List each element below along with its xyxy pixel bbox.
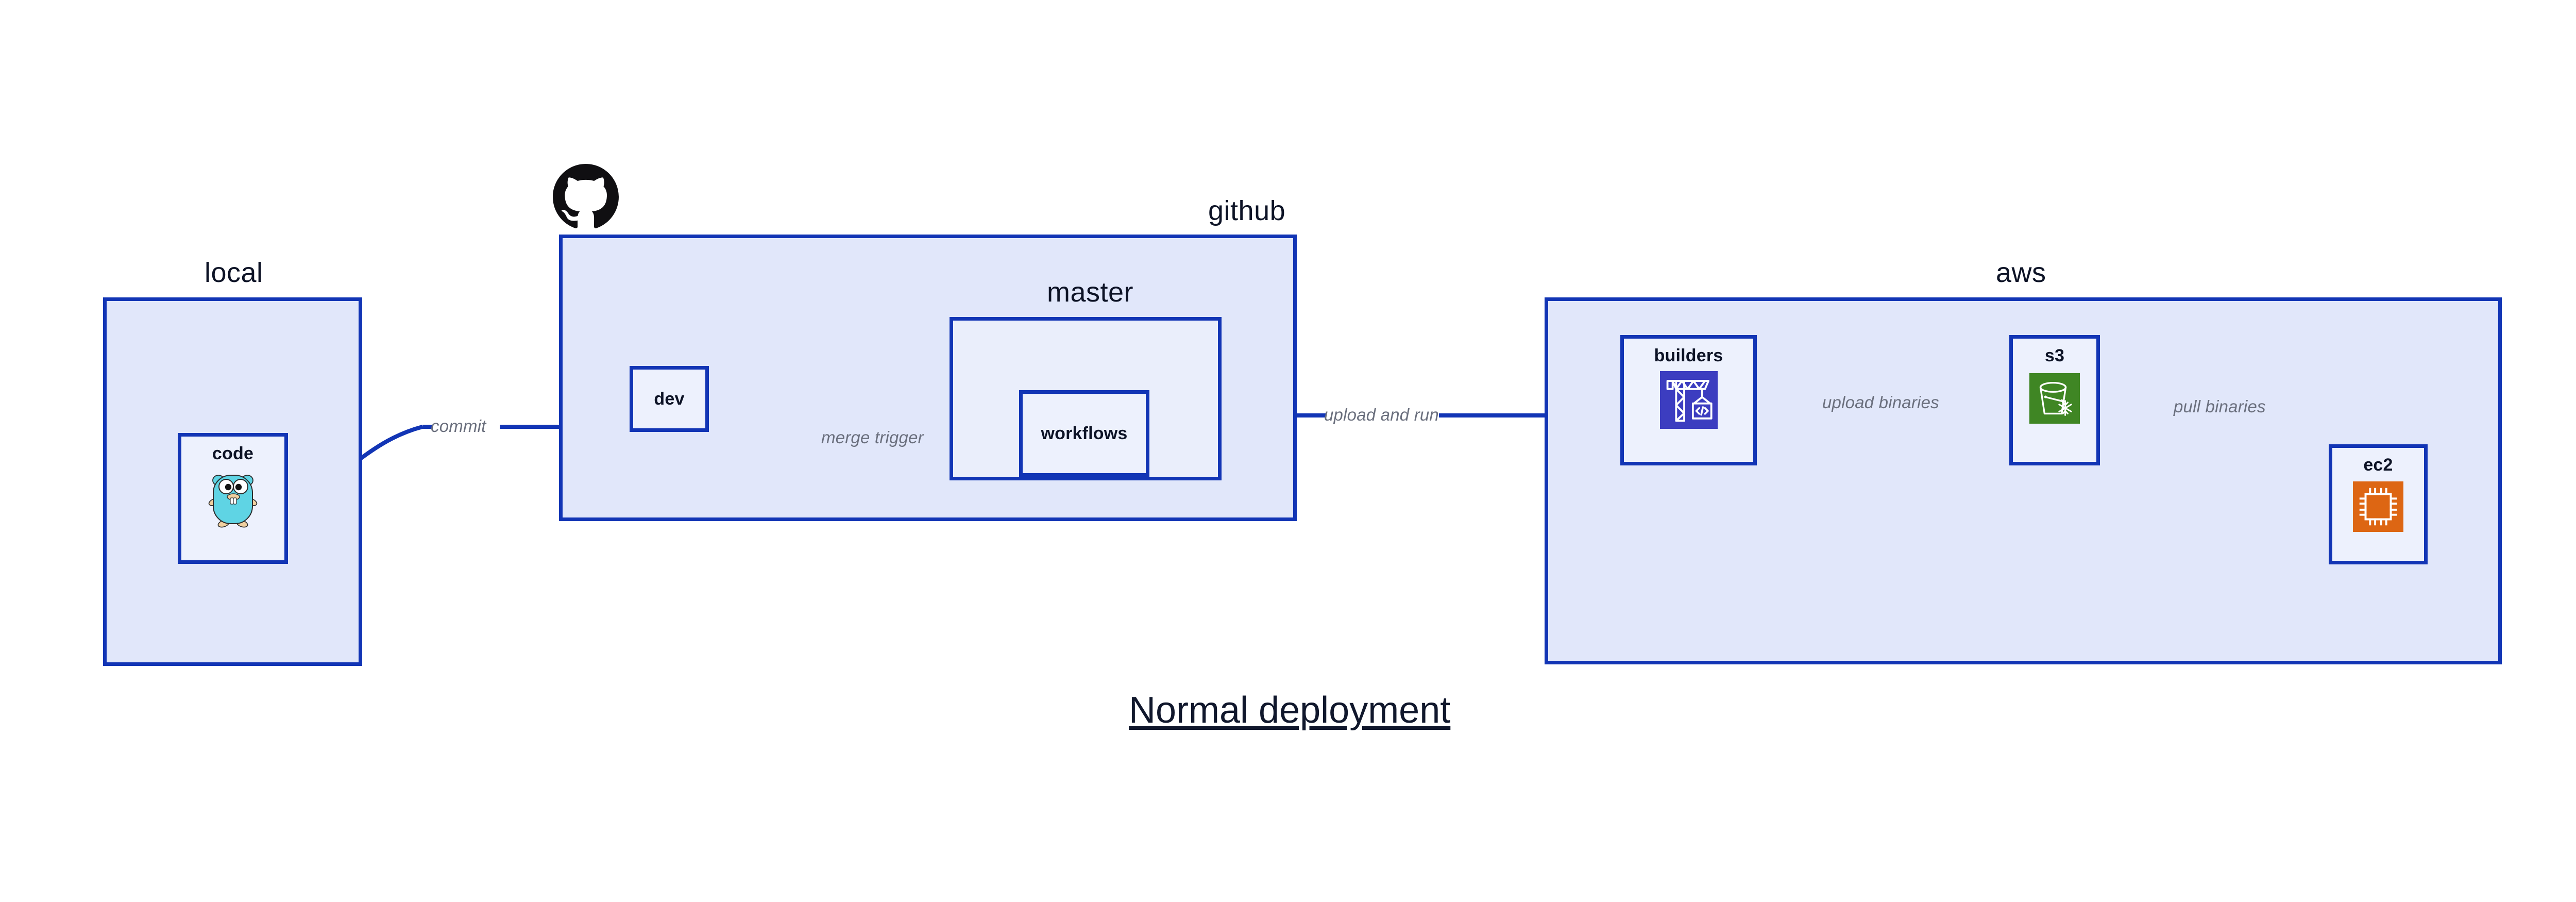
node-ec2[interactable]: ec2 [2329,444,2428,564]
group-label-github: github [1208,195,1286,226]
group-label-aws: aws [1996,257,2046,288]
edge-label-pull-binaries: pull binaries [2174,397,2266,416]
aws-ec2-chip-icon [2353,481,2403,534]
group-label-local: local [205,257,263,288]
aws-s3-bucket-icon [2029,373,2080,426]
diagram-title: Normal deployment [1129,690,1451,731]
node-dev[interactable]: dev [630,366,709,432]
node-label-ec2: ec2 [2363,455,2393,475]
node-label-builders: builders [1654,346,1723,365]
aws-codebuild-crane-glyph [1659,371,1718,429]
node-label-dev: dev [654,389,685,409]
edge-label-merge-trigger: merge trigger [821,428,924,447]
node-builders[interactable]: builders [1620,335,1757,465]
node-label-code: code [212,444,254,463]
node-workflows[interactable]: workflows [1019,390,1149,477]
aws-codebuild-crane-icon [1659,371,1718,431]
edge-label-commit: commit [431,416,486,436]
go-gopher-glyph [208,475,258,528]
aws-s3-bucket-glyph [2029,373,2080,424]
go-gopher-icon [208,470,258,530]
node-label-workflows: workflows [1041,423,1128,443]
edge-label-upload-binaries: upload binaries [1822,393,1939,412]
github-octocat-icon [553,164,619,230]
node-code[interactable]: code [178,433,288,564]
github-octocat-glyph [553,164,619,228]
aws-ec2-chip-glyph [2353,481,2403,532]
group-label-master: master [1047,277,1134,308]
edge-label-upload-and-run: upload and run [1324,405,1439,424]
node-s3[interactable]: s3 [2009,335,2100,465]
node-label-s3: s3 [2044,346,2065,365]
